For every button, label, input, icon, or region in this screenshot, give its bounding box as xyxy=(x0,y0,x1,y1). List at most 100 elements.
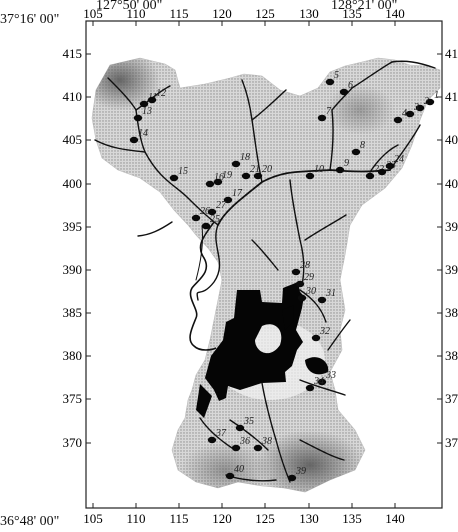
x-tick-label-bottom: 135 xyxy=(342,511,362,526)
y-tick-label-left: 390 xyxy=(63,262,83,277)
station-marker xyxy=(339,88,349,96)
station-marker xyxy=(317,114,327,122)
x-tick-label-bottom: 110 xyxy=(126,511,145,526)
station-label: 7 xyxy=(326,106,332,117)
reservoir-arm-east xyxy=(282,305,294,330)
station-label: 28 xyxy=(300,260,310,271)
station-label: 37 xyxy=(215,428,227,439)
station-label: 16 xyxy=(214,172,224,183)
y-tick-label-right: 405 xyxy=(445,132,458,147)
station-label: 30 xyxy=(305,286,316,297)
station-marker xyxy=(317,378,327,386)
y-tick-label-left: 410 xyxy=(63,89,83,104)
x-tick-label-top: 135 xyxy=(342,6,362,21)
reservoir-lake xyxy=(205,282,304,401)
station-marker xyxy=(425,98,435,106)
station-marker xyxy=(129,136,139,144)
y-tick-label-right: 400 xyxy=(445,176,458,191)
station-marker xyxy=(393,116,403,124)
station-label: 14 xyxy=(138,128,148,139)
station-marker xyxy=(191,214,201,222)
x-tick-label-top: 110 xyxy=(126,6,145,21)
x-tick-label-top: 120 xyxy=(212,6,232,21)
x-tick-label-bottom: 130 xyxy=(299,511,319,526)
y-tick-label-right: 395 xyxy=(445,219,458,234)
terrain-dark-ne xyxy=(325,85,395,135)
station-label: 24 xyxy=(394,154,404,165)
x-tick-label-top: 115 xyxy=(169,6,188,21)
y-tick-label-left: 405 xyxy=(63,132,83,147)
y-tick-label-left: 415 xyxy=(63,46,83,61)
y-tick-label-left: 380 xyxy=(63,348,83,363)
station-label: 38 xyxy=(261,436,272,447)
station-label: 34 xyxy=(313,376,324,387)
station-label: 12 xyxy=(156,88,166,99)
station-label: 19 xyxy=(222,170,232,181)
station-marker xyxy=(297,294,307,302)
station-marker xyxy=(231,444,241,452)
station-marker xyxy=(231,160,241,168)
station-marker xyxy=(207,436,217,444)
station-marker xyxy=(205,180,215,188)
station-label: 5 xyxy=(334,70,339,81)
station-label: 21 xyxy=(250,164,260,175)
station-marker xyxy=(385,162,395,170)
station-label: 32 xyxy=(319,326,330,337)
station-marker xyxy=(295,280,305,288)
station-marker xyxy=(377,168,387,176)
y-tick-label-right: 375 xyxy=(445,391,458,406)
station-label: 18 xyxy=(240,152,250,163)
station-marker xyxy=(139,100,149,108)
station-marker xyxy=(405,110,415,118)
station-marker xyxy=(225,472,235,480)
reservoir-arm-southwest xyxy=(196,384,212,418)
corner-label-top-right: 128°21' 00" xyxy=(331,0,398,13)
station-label: 4 xyxy=(402,108,407,119)
station-label: 10 xyxy=(314,164,324,175)
station-label: 15 xyxy=(178,166,188,177)
station-marker xyxy=(305,384,315,392)
station-label: 3 xyxy=(413,102,419,113)
axis-ticks: 1051051101101151151201201251251301301351… xyxy=(63,6,458,526)
station-label: 25 xyxy=(210,214,220,225)
station-marker xyxy=(201,222,211,230)
station-marker xyxy=(207,208,217,216)
x-tick-label-top: 105 xyxy=(83,6,103,21)
station-label: 9 xyxy=(344,158,349,169)
station-label: 22 xyxy=(374,164,384,175)
y-tick-label-right: 410 xyxy=(445,89,458,104)
station-label: 8 xyxy=(360,140,365,151)
y-tick-label-right: 370 xyxy=(445,435,458,450)
y-tick-label-right: 390 xyxy=(445,262,458,277)
x-tick-label-bottom: 125 xyxy=(255,511,275,526)
station-marker xyxy=(253,444,263,452)
x-tick-label-bottom: 115 xyxy=(169,511,188,526)
outflow-river xyxy=(189,221,217,351)
station-marker xyxy=(241,172,251,180)
station-marker xyxy=(169,174,179,182)
station-label: 36 xyxy=(239,436,250,447)
station-label: 39 xyxy=(295,466,306,477)
y-tick-label-right: 380 xyxy=(445,348,458,363)
station-marker xyxy=(415,104,425,112)
x-tick-label-bottom: 140 xyxy=(385,511,405,526)
station-marker xyxy=(235,424,245,432)
corner-label-left-top: 37°16' 00" xyxy=(0,12,60,27)
y-tick-label-left: 385 xyxy=(63,305,83,320)
y-tick-label-right: 385 xyxy=(445,305,458,320)
station-marker xyxy=(305,172,315,180)
corner-label-left-bottom: 36°48' 00" xyxy=(0,514,60,529)
station-marker xyxy=(351,148,361,156)
x-tick-label-top: 125 xyxy=(255,6,275,21)
y-tick-label-left: 375 xyxy=(63,391,83,406)
station-label: 20 xyxy=(262,164,272,175)
station-label: 40 xyxy=(234,464,244,475)
map-frame xyxy=(85,20,443,509)
station-points: 1234567891011121314151617181920212223242… xyxy=(129,70,439,482)
station-marker xyxy=(147,96,157,104)
y-tick-label-left: 370 xyxy=(63,435,83,450)
station-marker xyxy=(223,196,233,204)
x-tick-label-bottom: 120 xyxy=(212,511,232,526)
station-label: 35 xyxy=(243,416,254,427)
station-label: 33 xyxy=(325,370,336,381)
